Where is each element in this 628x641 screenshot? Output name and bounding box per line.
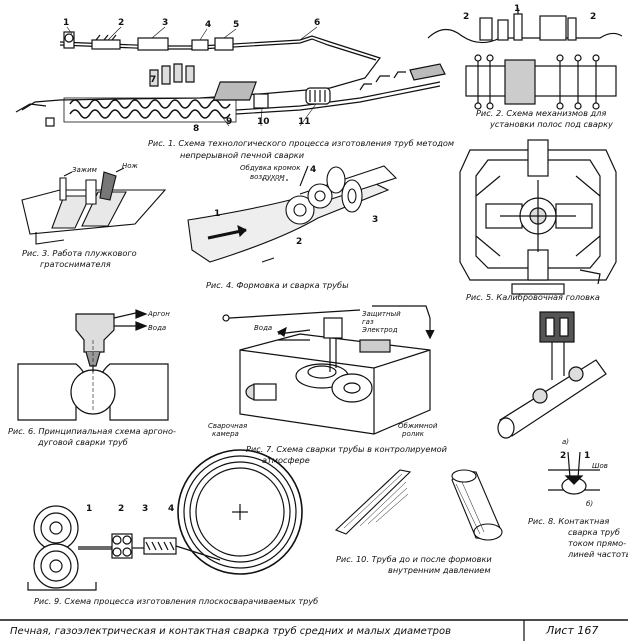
fig1-callout-3: 3 <box>162 18 168 28</box>
fig2-caption-line2: установки полос под сварку <box>489 119 613 129</box>
fig8-label-a: а) <box>562 438 569 446</box>
fig7-caption-line1: Рис. 7. Схема сварки трубы в контролируе… <box>246 444 448 454</box>
figure-9-flat-welded-pipe-process <box>27 449 303 591</box>
fig4-label-blow-line1: Обдувка кромок <box>240 164 301 172</box>
fig7-label-rolls-line1: Обжимной <box>398 422 438 430</box>
footer-title-block: Печная, газоэлектрическая и контактная с… <box>0 619 628 641</box>
fig4-caption: Рис. 4. Формовка и сварка трубы <box>206 280 349 290</box>
fig9-callout-3: 3 <box>142 504 148 514</box>
fig8-callout-1: 1 <box>584 451 590 461</box>
fig8-caption-line3: током прямо- <box>568 538 626 548</box>
fig4-label-blow-line2: воздухом <box>250 173 286 181</box>
fig5-caption: Рис. 5. Калибровочная головка <box>466 292 600 302</box>
fig4-callout-2: 2 <box>296 237 302 247</box>
fig4-callout-3: 3 <box>372 215 378 225</box>
fig10-caption-line1: Рис. 10. Труба до и после формовки <box>336 554 492 564</box>
figure-1-callouts: 1 2 3 4 5 6 7 8 9 10 11 <box>63 18 320 134</box>
fig7-label-shield-line1: Защитный <box>362 310 401 318</box>
fig2-callout-2-right: 2 <box>590 12 596 22</box>
fig6-caption-line1: Рис. 6. Принципиальная схема аргоно- <box>8 426 176 436</box>
fig7-label-shield-line2: газ <box>362 318 374 326</box>
fig7-caption-line2: атмосфере <box>262 455 310 465</box>
fig1-callout-8: 8 <box>193 124 199 134</box>
fig1-callout-6: 6 <box>314 18 320 28</box>
fig2-callout-2-left: 2 <box>463 12 469 22</box>
fig1-callout-10: 10 <box>257 117 270 127</box>
fig1-callout-1: 1 <box>63 18 69 28</box>
figure-1-leader-lines <box>66 26 318 127</box>
fig8-caption-line2: сварка труб <box>568 527 620 537</box>
fig1-callout-2: 2 <box>118 18 124 28</box>
fig9-callout-2: 2 <box>118 504 124 514</box>
fig9-callout-1: 1 <box>86 504 92 514</box>
fig3-label-clamp: Зажим <box>72 166 98 174</box>
fig7-label-electrode: Электрод <box>361 326 398 334</box>
fig1-callout-11: 11 <box>298 117 311 127</box>
fig6-label-water: Вода <box>148 324 166 332</box>
fig1-caption-line2: непрерывной печной сварки <box>180 150 305 160</box>
footer-sheet-number: Лист 167 <box>545 624 598 637</box>
fig2-caption-line1: Рис. 2. Схема механизмов для <box>476 108 606 118</box>
figure-1-pipe-furnace-welding-line <box>15 31 446 127</box>
fig2-callout-1: 1 <box>514 4 520 14</box>
fig3-caption-line1: Рис. 3. Работа плужкового <box>22 248 137 258</box>
fig7-label-rolls-line2: ролик <box>401 430 425 438</box>
figure-3-plough-scraper <box>21 167 167 245</box>
fig3-caption-line2: гратоснимателя <box>40 259 111 269</box>
figure-5-calibration-head <box>459 139 617 295</box>
fig1-callout-9: 9 <box>226 117 232 127</box>
fig8-caption-line4: линей частоты <box>567 549 628 559</box>
fig8-caption-line1: Рис. 8. Контактная <box>528 516 609 526</box>
figure-7-controlled-atmosphere-welding <box>222 305 435 435</box>
footer-title: Печная, газоэлектрическая и контактная с… <box>10 625 451 637</box>
fig7-label-chamber-line1: Сварочная <box>208 422 247 430</box>
fig8-callout-2: 2 <box>560 451 566 461</box>
figure-2-strip-setting-mechanism <box>427 8 623 110</box>
fig6-label-argon: Аргон <box>147 310 170 318</box>
fig8-label-seam: Шов <box>592 462 608 470</box>
fig8-label-b: б) <box>586 500 593 508</box>
fig7-label-water: Вода <box>254 324 272 332</box>
fig9-caption: Рис. 9. Схема процесса изготовления плос… <box>34 596 318 606</box>
fig4-callout-4: 4 <box>310 165 316 175</box>
fig9-callout-4: 4 <box>168 504 174 514</box>
figure-6-argon-arc-welding <box>17 309 169 421</box>
fig1-callout-7: 7 <box>150 75 156 85</box>
fig6-caption-line2: дуговой сварки труб <box>37 437 128 447</box>
fig4-callout-1: 1 <box>214 209 220 219</box>
fig3-label-knife: Нож <box>122 162 139 170</box>
fig1-callout-5: 5 <box>233 20 239 30</box>
fig1-caption-line1: Рис. 1. Схема технологического процесса … <box>148 138 454 148</box>
fig10-caption-line2: внутренним давлением <box>388 565 491 575</box>
fig7-label-chamber-line2: камера <box>212 430 239 438</box>
fig1-callout-4: 4 <box>205 20 211 30</box>
figure-4-forming-welding <box>187 165 398 263</box>
figure-10-tube-before-after-forming <box>334 469 503 541</box>
figure-8-hf-contact-welding <box>497 311 607 495</box>
